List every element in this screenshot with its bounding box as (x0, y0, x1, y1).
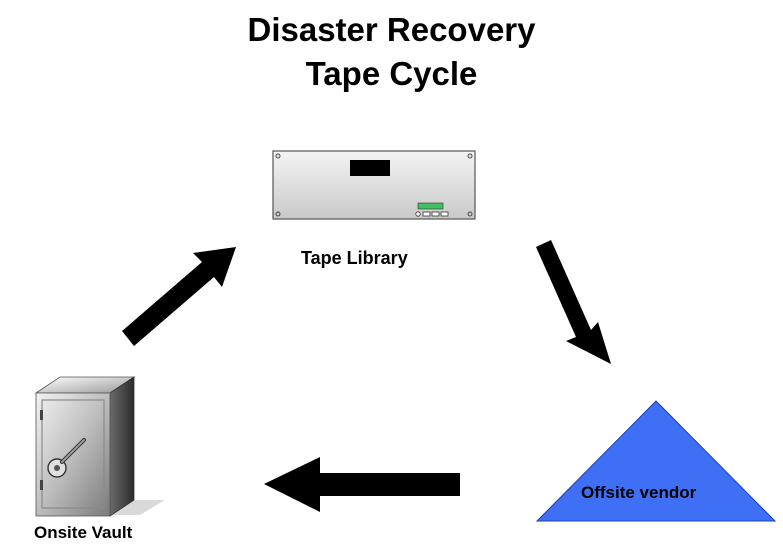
offsite-vendor-label: Offsite vendor (581, 483, 697, 502)
offsite-vendor-triangle (535, 400, 777, 522)
arrow-vendor-to-vault (264, 457, 460, 512)
tape-library-label: Tape Library (301, 248, 408, 268)
tape-library-icon (272, 150, 476, 220)
safe-icon (34, 376, 165, 517)
arrow-vault-to-library (122, 247, 236, 346)
onsite-vault-label: Onsite Vault (34, 523, 133, 542)
title-line-1: Disaster Recovery (247, 11, 536, 48)
diagram-title: Disaster Recovery Tape Cycle (0, 8, 783, 96)
arrow-library-to-vendor (536, 240, 611, 364)
title-line-2: Tape Cycle (305, 55, 478, 92)
